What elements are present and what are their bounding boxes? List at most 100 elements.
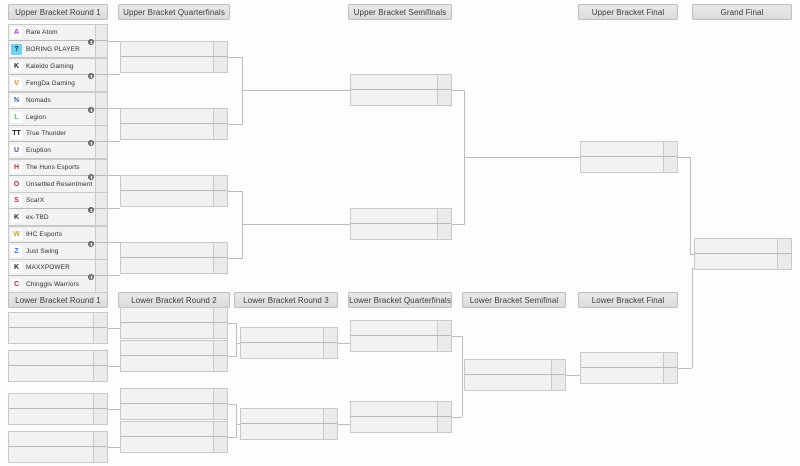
match-slot-top[interactable] — [9, 313, 107, 328]
match-info-icon[interactable] — [88, 241, 94, 247]
round-header-upper-semifinals[interactable]: Upper Bracket Semifinals — [348, 4, 452, 20]
match-slot-top[interactable] — [241, 328, 337, 343]
match-slot-bottom[interactable] — [351, 90, 451, 105]
match-info-icon[interactable] — [88, 140, 94, 146]
match-lbr1-4[interactable] — [8, 431, 108, 463]
match-lbr2-4[interactable] — [120, 421, 228, 453]
match-slot-top[interactable] — [121, 308, 227, 323]
match-slot-top[interactable] — [9, 351, 107, 366]
match-slot-top[interactable] — [351, 209, 451, 224]
match-slot-bottom[interactable] — [121, 124, 227, 139]
match-slot-top[interactable] — [695, 239, 791, 254]
match-lbr2-2[interactable] — [120, 340, 228, 372]
match-slot-bottom[interactable] — [9, 328, 107, 343]
match-slot-top[interactable] — [351, 402, 451, 417]
match-slot-bottom[interactable] — [121, 258, 227, 273]
round-header-lower-round-3[interactable]: Lower Bracket Round 3 — [234, 292, 338, 308]
match-slot-top[interactable] — [121, 176, 227, 191]
match-lbqf-1[interactable] — [350, 320, 452, 352]
match-slot-top[interactable] — [9, 432, 107, 447]
match-slot-bottom[interactable] — [465, 375, 565, 390]
round-header-lower-round-1[interactable]: Lower Bracket Round 1 — [8, 292, 108, 308]
match-lbr2-3[interactable] — [120, 388, 228, 420]
match-slot-bottom[interactable] — [581, 157, 677, 172]
match-lbr1-1[interactable] — [8, 312, 108, 344]
match-lbsf-1[interactable] — [464, 359, 566, 391]
match-slot-bottom[interactable] — [121, 404, 227, 419]
match-info-icon[interactable] — [88, 39, 94, 45]
match-slot-top[interactable] — [581, 353, 677, 368]
match-lbr2-1[interactable] — [120, 307, 228, 339]
match-slot-bottom[interactable] — [121, 356, 227, 371]
match-slot-bottom[interactable]: ?BORING PLAYER — [9, 41, 107, 57]
match-lbr1-3[interactable] — [8, 393, 108, 425]
match-slot-bottom[interactable] — [121, 57, 227, 72]
match-slot-bottom[interactable] — [9, 409, 107, 424]
match-slot-bottom[interactable] — [241, 424, 337, 439]
match-slot-top[interactable] — [241, 409, 337, 424]
match-info-icon[interactable] — [88, 207, 94, 213]
round-header-upper-round-1[interactable]: Upper Bracket Round 1 — [8, 4, 108, 20]
round-header-grand-final[interactable]: Grand Final — [692, 4, 792, 20]
match-info-icon[interactable] — [88, 73, 94, 79]
match-slot-bottom[interactable] — [351, 417, 451, 432]
match-ubqf-1[interactable] — [120, 41, 228, 73]
match-slot-bottom[interactable] — [581, 368, 677, 383]
match-lbr3-2[interactable] — [240, 408, 338, 440]
match-ubf-1[interactable] — [580, 141, 678, 173]
round-header-upper-final[interactable]: Upper Bracket Final — [578, 4, 678, 20]
match-slot-top[interactable] — [121, 109, 227, 124]
match-slot-top[interactable] — [465, 360, 565, 375]
match-ubsf-1[interactable] — [350, 74, 452, 106]
match-slot-top[interactable] — [351, 75, 451, 90]
match-ubsf-2[interactable] — [350, 208, 452, 240]
match-slot-top[interactable] — [121, 42, 227, 57]
match-slot-top[interactable] — [351, 321, 451, 336]
match-slot-bottom[interactable] — [351, 336, 451, 351]
round-header-upper-quarterfinals[interactable]: Upper Bracket Quarterfinals — [118, 4, 230, 20]
match-slot-bottom[interactable] — [9, 447, 107, 462]
match-slot-top[interactable] — [121, 389, 227, 404]
match-slot-top[interactable] — [581, 142, 677, 157]
match-info-icon[interactable] — [88, 107, 94, 113]
match-grand-final[interactable] — [694, 238, 792, 270]
match-lbqf-2[interactable] — [350, 401, 452, 433]
match-slot-top[interactable] — [121, 243, 227, 258]
match-lbr3-1[interactable] — [240, 327, 338, 359]
match-lbr1-2[interactable] — [8, 350, 108, 382]
round-header-lower-semifinal[interactable]: Lower Bracket Semifinal — [462, 292, 566, 308]
match-slot-bottom[interactable] — [121, 191, 227, 206]
match-slot-top[interactable] — [121, 341, 227, 356]
match-slot-bottom[interactable] — [241, 343, 337, 358]
match-lbf-1[interactable] — [580, 352, 678, 384]
match-info-icon[interactable] — [88, 274, 94, 280]
match-slot-top[interactable] — [9, 394, 107, 409]
match-ubqf-2[interactable] — [120, 108, 228, 140]
match-slot-bottom[interactable] — [121, 323, 227, 338]
match-slot-bottom[interactable] — [9, 366, 107, 381]
match-slot-bottom[interactable] — [695, 254, 791, 269]
match-ubqf-3[interactable] — [120, 175, 228, 207]
